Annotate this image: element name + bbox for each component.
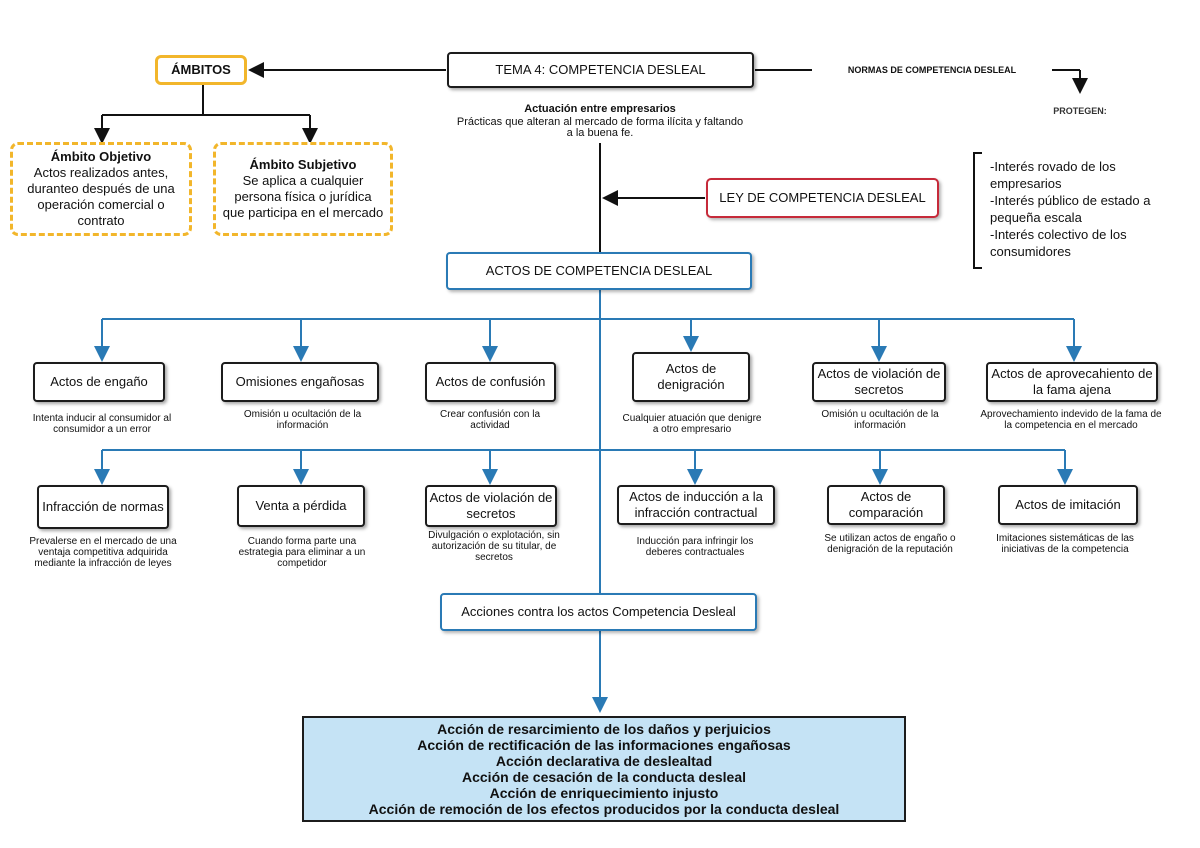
violacion-secretos-box-1: Actos de violación de secretos [812,362,946,402]
acciones-list-box: Acción de resarcimiento de los daños y p… [302,716,906,822]
confusion-desc: Crear confusión con la actividad [439,409,541,431]
accion-item: Acción de remoción de los efectos produc… [368,801,840,817]
accion-item: Acción de resarcimiento de los daños y p… [437,721,771,737]
acto-engano-box: Actos de engaño [33,362,165,402]
violacion-secretos-desc-1: Omisión u ocultación de la información [821,409,939,431]
imitacion-desc: Imitaciones sistemáticas de las iniciati… [996,533,1134,555]
venta-perdida-desc: Cuando forma parte una estrategia para e… [238,536,366,569]
normas-item: -Interés rovado de los empresarios [990,159,1116,191]
fama-ajena-box: Actos de aprovecahiento de la fama ajena [986,362,1158,402]
fama-ajena-desc: Aprovechamiento indevido de la fama de l… [980,409,1162,431]
denigracion-box: Actos de denigración [632,352,750,402]
violacion-secretos-box-2: Actos de violación de secretos [425,485,557,527]
normas-list: -Interés rovado de los empresarios -Inte… [990,158,1185,260]
ambito-subjetivo-box: Ámbito Subjetivo Se aplica a cualquier p… [213,142,393,236]
actos-title-box: ACTOS DE COMPETENCIA DESLEAL [446,252,752,290]
accion-item: Acción declarativa de deslealtad [495,753,713,769]
ambitos-box: ÁMBITOS [155,55,247,85]
infraccion-normas-box: Infracción de normas [37,485,169,529]
ambito-objetivo-box: Ámbito Objetivo Actos realizados antes, … [10,142,192,236]
accion-item: Acción de cesación de la conducta deslea… [462,769,746,785]
normas-item: -Interés colectivo de los consumidores [990,227,1127,259]
confusion-box: Actos de confusión [425,362,556,402]
normas-label: NORMAS DE COMPETENCIA DESLEAL [812,65,1052,76]
induccion-desc: Inducción para infringir los deberes con… [636,536,754,558]
ambito-objetivo-title: Ámbito Objetivo [50,149,152,164]
induccion-box: Actos de inducción a la infracción contr… [617,485,775,525]
comparacion-desc: Se utilizan actos de engaño o denigració… [824,533,956,555]
acciones-title-box: Acciones contra los actos Competencia De… [440,593,757,631]
ley-box: LEY DE COMPETENCIA DESLEAL [706,178,939,218]
imitacion-box: Actos de imitación [998,485,1138,525]
ambito-subjetivo-text: Se aplica a cualquier persona física o j… [222,173,384,220]
accion-item: Acción de enriquecimiento injusto [489,785,719,801]
actuacion-text: Prácticas que alteran al mercado de form… [456,116,744,139]
accion-item: Acción de rectificación de las informaci… [417,737,791,753]
ambito-objetivo-text: Actos realizados antes, duranteo después… [27,165,175,228]
violacion-secretos-desc-2: Divulgación o explotación, sin autorizac… [428,530,560,563]
ambito-subjetivo-title: Ámbito Subjetivo [249,157,357,172]
acto-engano-desc: Intenta inducir al consumidor al consumi… [32,413,172,435]
omisiones-desc: Omisión u ocultación de la información [243,409,362,431]
infraccion-normas-desc: Prevalerse en el mercado de una ventaja … [29,536,177,569]
protegen-label: PROTEGEN: [1053,106,1107,116]
actuacion-title: Actuación entre empresarios [524,103,676,115]
comparacion-box: Actos de comparación [827,485,945,525]
venta-perdida-box: Venta a pérdida [237,485,365,527]
title-box: TEMA 4: COMPETENCIA DESLEAL [447,52,754,88]
omisiones-box: Omisiones engañosas [221,362,379,402]
normas-item: -Interés público de estado a pequeña esc… [990,193,1151,225]
denigracion-desc: Cualquier atuación que denigre a otro em… [622,413,762,435]
